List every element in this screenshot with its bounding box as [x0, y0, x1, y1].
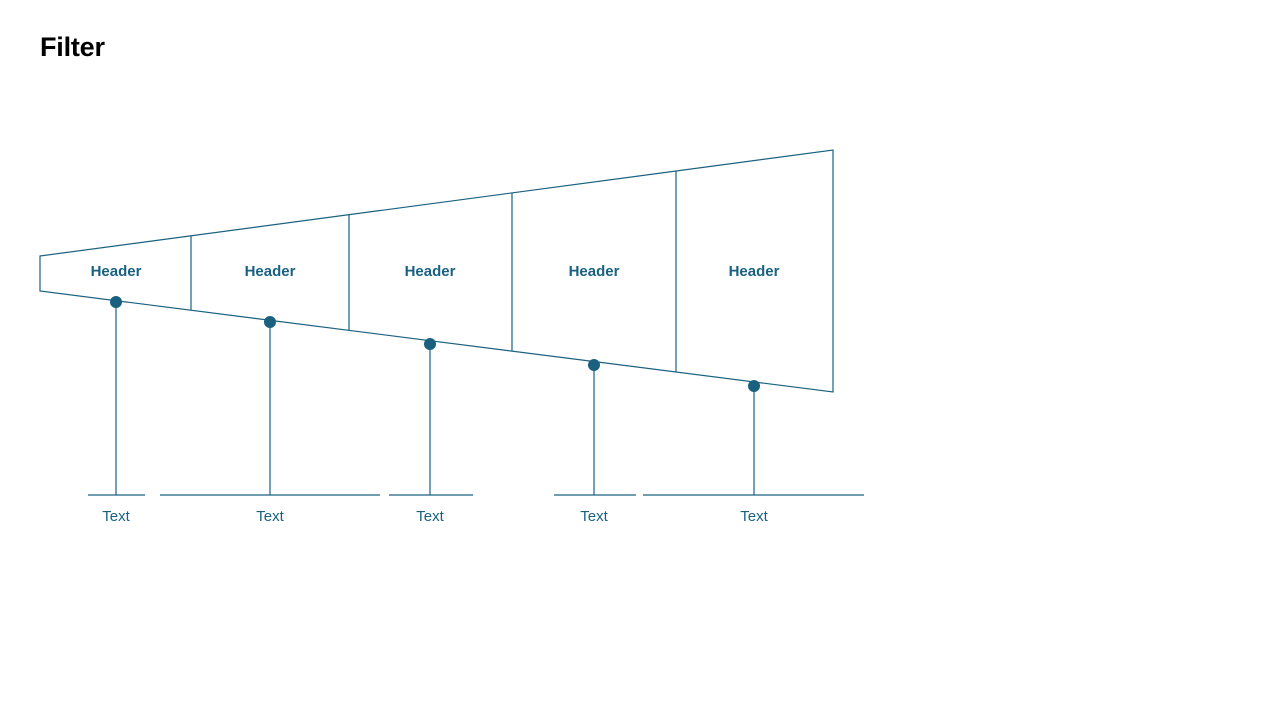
- stage-text-label-2: Text: [256, 508, 284, 525]
- page-title: Filter: [40, 32, 105, 62]
- stage-text-label-4: Text: [580, 508, 608, 525]
- stage-marker-dot-3[interactable]: [424, 338, 436, 350]
- funnel-outline: [39, 149, 834, 393]
- stage-header-label-5: Header: [729, 263, 780, 280]
- stage-connector-layer: [115, 302, 755, 495]
- stage-text-layer: Text Text Text Text Text: [102, 508, 768, 525]
- stage-header-layer: Header Header Header Header Header: [91, 263, 780, 280]
- stage-text-label-3: Text: [416, 508, 444, 525]
- stage-marker-dot-5[interactable]: [748, 380, 760, 392]
- funnel-shape-layer: [39, 149, 834, 393]
- stage-header-label-3: Header: [405, 263, 456, 280]
- stage-text-label-1: Text: [102, 508, 130, 525]
- stage-text-label-5: Text: [740, 508, 768, 525]
- stage-header-label-1: Header: [91, 263, 142, 280]
- stage-header-label-2: Header: [245, 263, 296, 280]
- stage-marker-dot-4[interactable]: [588, 359, 600, 371]
- stage-marker-dot-2[interactable]: [264, 316, 276, 328]
- stage-marker-layer: [110, 296, 760, 392]
- stage-divider-layer: [190, 170, 677, 373]
- stage-header-label-4: Header: [569, 263, 620, 280]
- stage-marker-dot-1[interactable]: [110, 296, 122, 308]
